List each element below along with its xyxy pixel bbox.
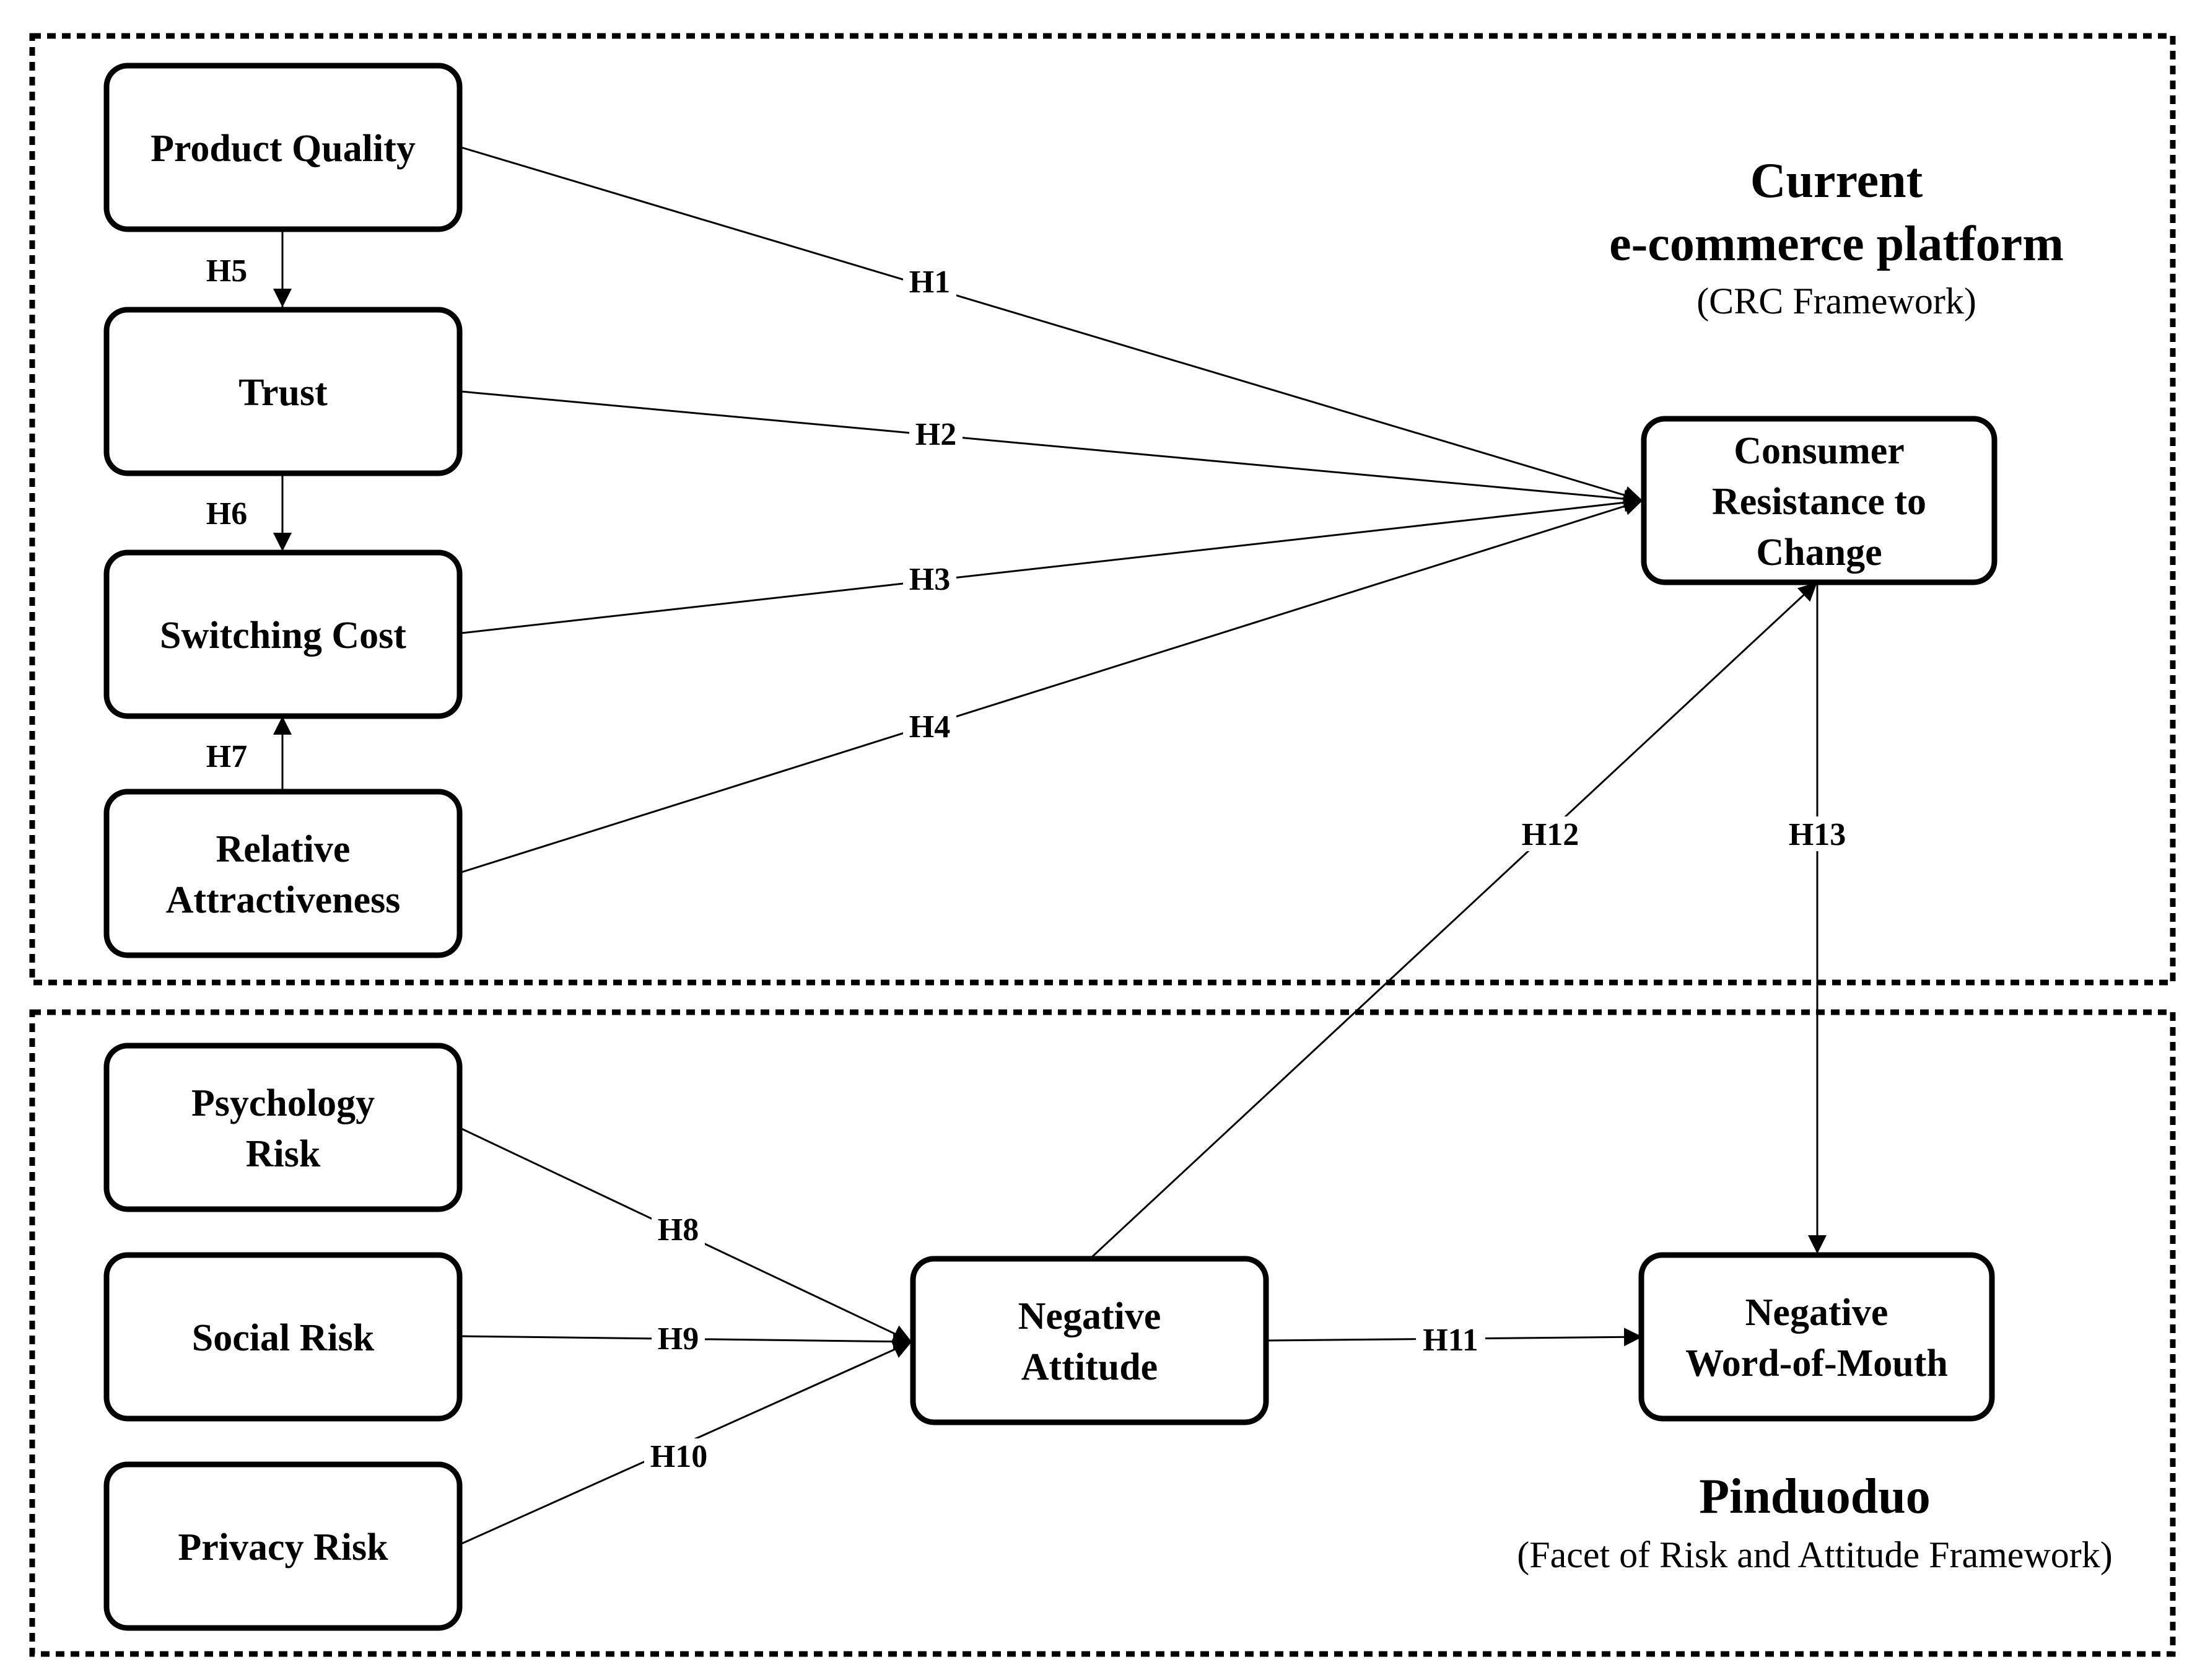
current-platform-section-frame: [29, 33, 2176, 986]
node-label-line: Psychology: [191, 1082, 375, 1124]
node-label-line: Social Risk: [192, 1317, 375, 1359]
edge-label-h4-text: H4: [909, 709, 950, 745]
edge-label-h6-text: H6: [206, 496, 247, 532]
edge-label-h1: H1: [903, 264, 956, 300]
edge-label-h3: H3: [903, 561, 956, 597]
edge-label-h5-text: H5: [206, 253, 247, 289]
node-label-line: Change: [1756, 532, 1882, 574]
pinduoduo-title: Pinduoduo: [1699, 1469, 1931, 1524]
node-box: [103, 789, 463, 958]
edge-label-h7-text: H7: [206, 739, 247, 774]
edge-label-h12: H12: [1515, 816, 1586, 852]
edge-label-h10-text: H10: [650, 1439, 707, 1474]
node-label-line: Resistance to: [1712, 481, 1926, 523]
node-label-line: Privacy Risk: [178, 1526, 388, 1568]
pinduoduo-subtitle: (Facet of Risk and Attitude Framework): [1517, 1534, 2112, 1575]
edge-label-h12-text: H12: [1522, 817, 1579, 852]
edge-label-h9-text: H9: [658, 1321, 699, 1357]
node-label-line: Negative: [1018, 1295, 1161, 1337]
edge-label-h8: H8: [652, 1212, 705, 1248]
node-label-line: Attractiveness: [166, 879, 401, 921]
edge-label-h13: H13: [1781, 816, 1853, 852]
node-box: [103, 63, 463, 232]
edge-label-h7: H7: [206, 739, 247, 774]
current-platform-subtitle: (CRC Framework): [1696, 281, 1976, 322]
node-privacy-risk: Privacy Risk: [103, 1461, 463, 1631]
node-box: [1638, 1252, 1995, 1422]
node-product-quality: Product Quality: [103, 63, 463, 232]
edge-label-h13-text: H13: [1789, 817, 1846, 852]
edge-label-h4: H4: [903, 709, 956, 745]
pinduoduo-section-frame: [29, 1009, 2176, 1657]
node-label-line: Word-of-Mouth: [1685, 1342, 1948, 1385]
edge-label-h2: H2: [909, 416, 963, 452]
edge-h12: [1090, 581, 1819, 1259]
node-label-line: Product Quality: [151, 128, 416, 170]
node-box: [103, 1252, 463, 1422]
node-label-line: Relative: [216, 828, 351, 870]
edge-h2: [461, 390, 1643, 509]
node-box: [1641, 416, 1998, 585]
edge-label-h3-text: H3: [909, 562, 950, 597]
edge-label-h9: H9: [652, 1321, 705, 1357]
edge-label-h6: H6: [206, 496, 247, 532]
node-label-line: Attitude: [1021, 1346, 1158, 1388]
current-platform-title-line2: e-commerce platform: [1609, 217, 2064, 271]
edge-h4: [461, 497, 1643, 873]
edge-label-h11-text: H11: [1423, 1323, 1478, 1358]
edge-label-h11: H11: [1416, 1322, 1485, 1358]
node-box: [103, 1043, 463, 1212]
edge-label-h8-text: H8: [658, 1212, 699, 1248]
node-switching-cost: Switching Cost: [103, 549, 463, 719]
edge-h3: [461, 493, 1643, 634]
node-box: [910, 1256, 1269, 1425]
node-label-line: Risk: [246, 1133, 321, 1175]
node-label-line: Consumer: [1734, 430, 1905, 472]
node-box: [103, 307, 463, 476]
edge-h1: [461, 146, 1643, 504]
node-box: [103, 1461, 463, 1631]
node-label-line: Switching Cost: [160, 615, 406, 657]
edge-label-h2-text: H2: [915, 417, 956, 452]
current-platform-title-line1: Current: [1750, 154, 1923, 208]
node-box: [103, 549, 463, 719]
node-trust: Trust: [103, 307, 463, 476]
edge-label-h10: H10: [644, 1438, 714, 1474]
edge-labels-layer: H1 H2 H3 H4 H5 H6 H7 H8 H9: [206, 253, 1853, 1474]
node-label-line: Negative: [1745, 1292, 1888, 1334]
node-label-line: Trust: [238, 372, 328, 414]
edge-label-h5: H5: [206, 253, 247, 289]
edge-label-h1-text: H1: [909, 265, 950, 300]
node-social-risk: Social Risk: [103, 1252, 463, 1422]
